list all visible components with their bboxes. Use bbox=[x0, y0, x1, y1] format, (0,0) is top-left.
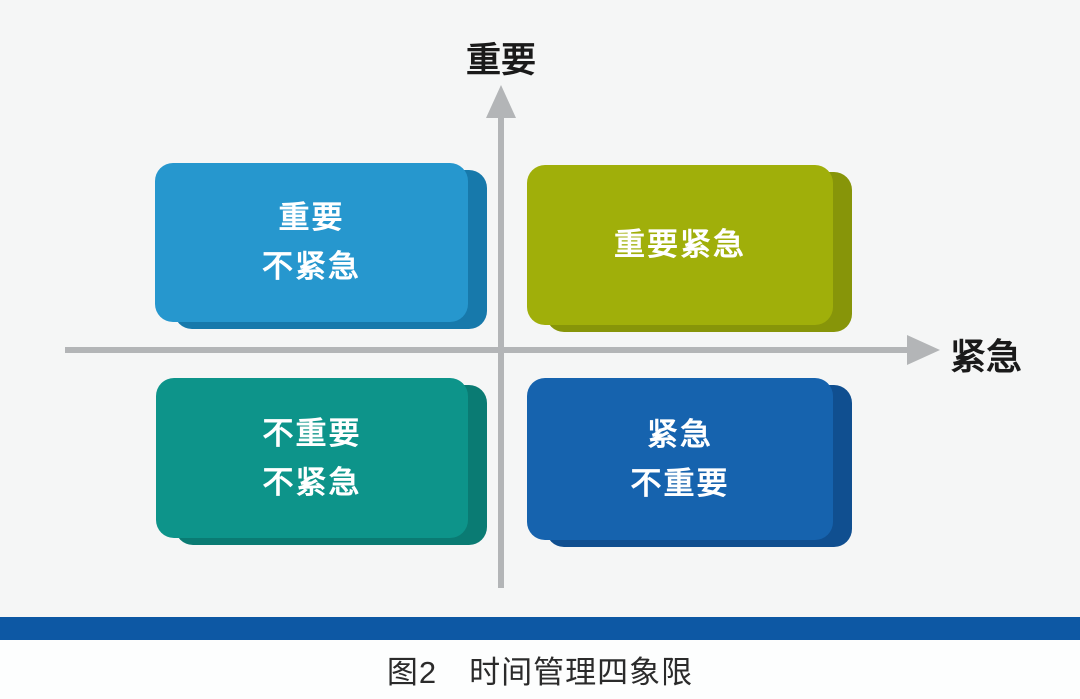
y-axis-label: 重要 bbox=[465, 41, 537, 80]
quadrant-label-line: 紧急 bbox=[647, 416, 713, 452]
divider-bar bbox=[0, 617, 1080, 640]
quadrant-urgent-not-important: 紧急 不重要 bbox=[527, 378, 852, 547]
figure-caption: 图2 时间管理四象限 bbox=[386, 655, 694, 690]
x-axis-label: 紧急 bbox=[950, 336, 1023, 377]
quadrant-face: 紧急 不重要 bbox=[527, 378, 833, 540]
quadrant-label-line: 不重要 bbox=[262, 415, 362, 451]
quadrant-face: 重要 不紧急 bbox=[155, 163, 468, 322]
quadrant-face: 重要紧急 bbox=[527, 165, 833, 325]
quadrant-label-line: 重要 bbox=[278, 200, 345, 236]
quadrant-important-not-urgent: 重要 不紧急 bbox=[155, 163, 487, 329]
quadrant-important-urgent: 重要紧急 bbox=[527, 165, 852, 332]
arrow-right-icon bbox=[907, 335, 940, 365]
quadrant-label-line: 重要紧急 bbox=[614, 227, 746, 263]
quadrant-label-line: 不紧急 bbox=[262, 249, 361, 284]
caption-area: 图2 时间管理四象限 bbox=[0, 640, 1080, 699]
quadrant-label-line: 不重要 bbox=[630, 465, 730, 501]
quadrant-not-important-not-urgent: 不重要 不紧急 bbox=[156, 378, 487, 545]
arrow-up-icon bbox=[486, 85, 516, 118]
horizontal-axis-line bbox=[65, 347, 910, 353]
quadrant-label-line: 不紧急 bbox=[262, 464, 362, 500]
quadrant-face: 不重要 不紧急 bbox=[156, 378, 468, 538]
